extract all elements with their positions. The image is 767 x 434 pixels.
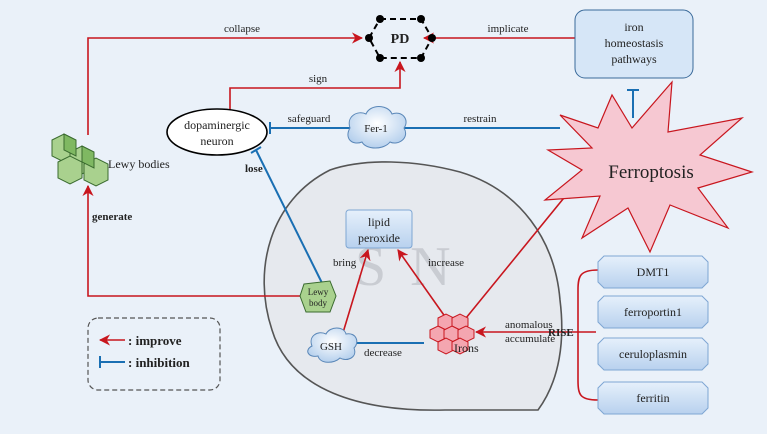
irons-icon bbox=[429, 313, 475, 355]
legend-inhibition-line bbox=[99, 356, 125, 368]
legend-inhibition-label: : inhibition bbox=[128, 355, 191, 370]
legend-improve-label: : improve bbox=[128, 333, 182, 348]
lipid-line1: lipid bbox=[368, 215, 390, 229]
gsh-node: GSH bbox=[307, 327, 358, 363]
fer1-label: Fer-1 bbox=[364, 123, 388, 135]
inhibit-lose bbox=[255, 149, 323, 284]
edge-label-accumulate: accumulate bbox=[505, 333, 555, 345]
dopaminergic-line2: neuron bbox=[200, 134, 233, 148]
edge-label-generate: generate bbox=[92, 211, 132, 223]
arrow-increase bbox=[397, 249, 447, 319]
legend: : improve : inhibition bbox=[87, 317, 221, 391]
edge-label-rise: RISE bbox=[548, 327, 574, 339]
gsh-label: GSH bbox=[320, 341, 342, 353]
dmt1-label: DMT1 bbox=[637, 265, 670, 279]
dmt1-node: DMT1 bbox=[597, 255, 709, 289]
dopaminergic-neuron-node bbox=[166, 108, 268, 156]
ceruloplasmin-node: ceruloplasmin bbox=[597, 337, 709, 371]
dopaminergic-line1: dopaminergic bbox=[184, 118, 250, 132]
legend-box bbox=[87, 317, 221, 391]
pd-label: PD bbox=[391, 32, 410, 47]
edge-label-implicate: implicate bbox=[488, 23, 529, 35]
irons-label: Irons bbox=[454, 341, 479, 355]
arrow-bring bbox=[341, 248, 371, 337]
ferritin-node: ferritin bbox=[597, 381, 709, 415]
rise-bracket bbox=[577, 269, 599, 401]
arrow-generate bbox=[82, 184, 302, 297]
lipid-line2: peroxide bbox=[358, 231, 400, 245]
lewy-body-line2: body bbox=[309, 298, 328, 308]
ferroptosis-label: Ferroptosis bbox=[608, 162, 694, 183]
ferroptosis-burst bbox=[543, 80, 755, 254]
edge-label-lose: lose bbox=[245, 163, 263, 175]
edge-label-collapse: collapse bbox=[224, 23, 260, 35]
edge-label-bring: bring bbox=[333, 257, 357, 269]
arrow-collapse bbox=[87, 32, 364, 135]
lewy-body-small-node bbox=[299, 280, 337, 313]
edge-label-increase: increase bbox=[428, 257, 464, 269]
edge-label-sign: sign bbox=[309, 73, 328, 85]
edge-label-safeguard: safeguard bbox=[288, 113, 331, 125]
ceruloplasmin-label: ceruloplasmin bbox=[619, 347, 687, 361]
lewy-bodies-label: Lewy bodies bbox=[108, 157, 170, 171]
inhibit-lose-bar bbox=[250, 146, 262, 154]
edge-label-anomalous: anomalous bbox=[505, 319, 553, 331]
fer1-node: Fer-1 bbox=[347, 106, 407, 149]
iron-pathways-line2: homeostasis bbox=[605, 36, 664, 50]
arrow-ferroptosis bbox=[465, 187, 573, 319]
pd-node: PD bbox=[365, 15, 436, 62]
ferroportin-label: ferroportin1 bbox=[624, 305, 682, 319]
lewy-bodies-icon bbox=[51, 133, 109, 187]
iron-pathways-box bbox=[574, 9, 694, 79]
lipid-peroxide-box bbox=[345, 209, 413, 249]
edge-label-restrain: restrain bbox=[464, 113, 497, 125]
ferritin-label: ferritin bbox=[636, 391, 669, 405]
arrow-sign bbox=[229, 60, 406, 118]
iron-pathways-line3: pathways bbox=[611, 52, 657, 66]
lewy-body-line1: Lewy bbox=[308, 287, 329, 297]
edge-label-decrease: decrease bbox=[364, 347, 402, 359]
ferroportin-node: ferroportin1 bbox=[597, 295, 709, 329]
iron-pathways-line1: iron bbox=[624, 20, 643, 34]
improve-arrows bbox=[82, 32, 599, 401]
